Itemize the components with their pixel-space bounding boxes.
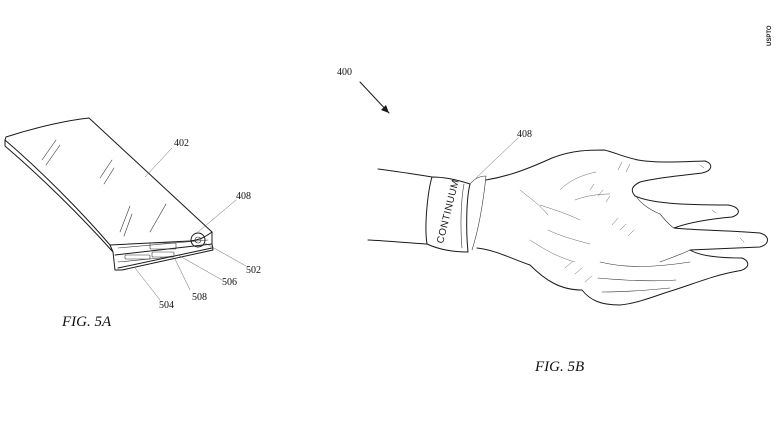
fig-5b-caption: FIG. 5B <box>534 359 584 375</box>
uspto-watermark: USPTO <box>767 25 773 46</box>
fig-5a-ref-408: 408 <box>236 191 251 202</box>
fig-5b-hand-drawing: CONTINUUM <box>367 137 768 306</box>
fig-5b-band-text: CONTINUUM <box>435 178 462 244</box>
fig-5a-ref-508: 508 <box>192 292 207 303</box>
fig-5b-ref-408: 408 <box>517 129 532 140</box>
fig-5b-ref-400: 400 <box>337 67 352 78</box>
fig-5a-ref-502: 502 <box>246 265 261 276</box>
fig-5a-caption: FIG. 5A <box>61 314 112 330</box>
fig-5a-ref-504: 504 <box>159 300 174 311</box>
fig-5a-device-drawing <box>4 117 247 301</box>
button-408-outer <box>190 232 206 248</box>
fig-5a-ref-402: 402 <box>174 138 189 149</box>
fig-5b-arrow-400 <box>359 81 390 114</box>
fig-5a-ref-506: 506 <box>222 277 237 288</box>
button-408-inner <box>194 236 202 244</box>
